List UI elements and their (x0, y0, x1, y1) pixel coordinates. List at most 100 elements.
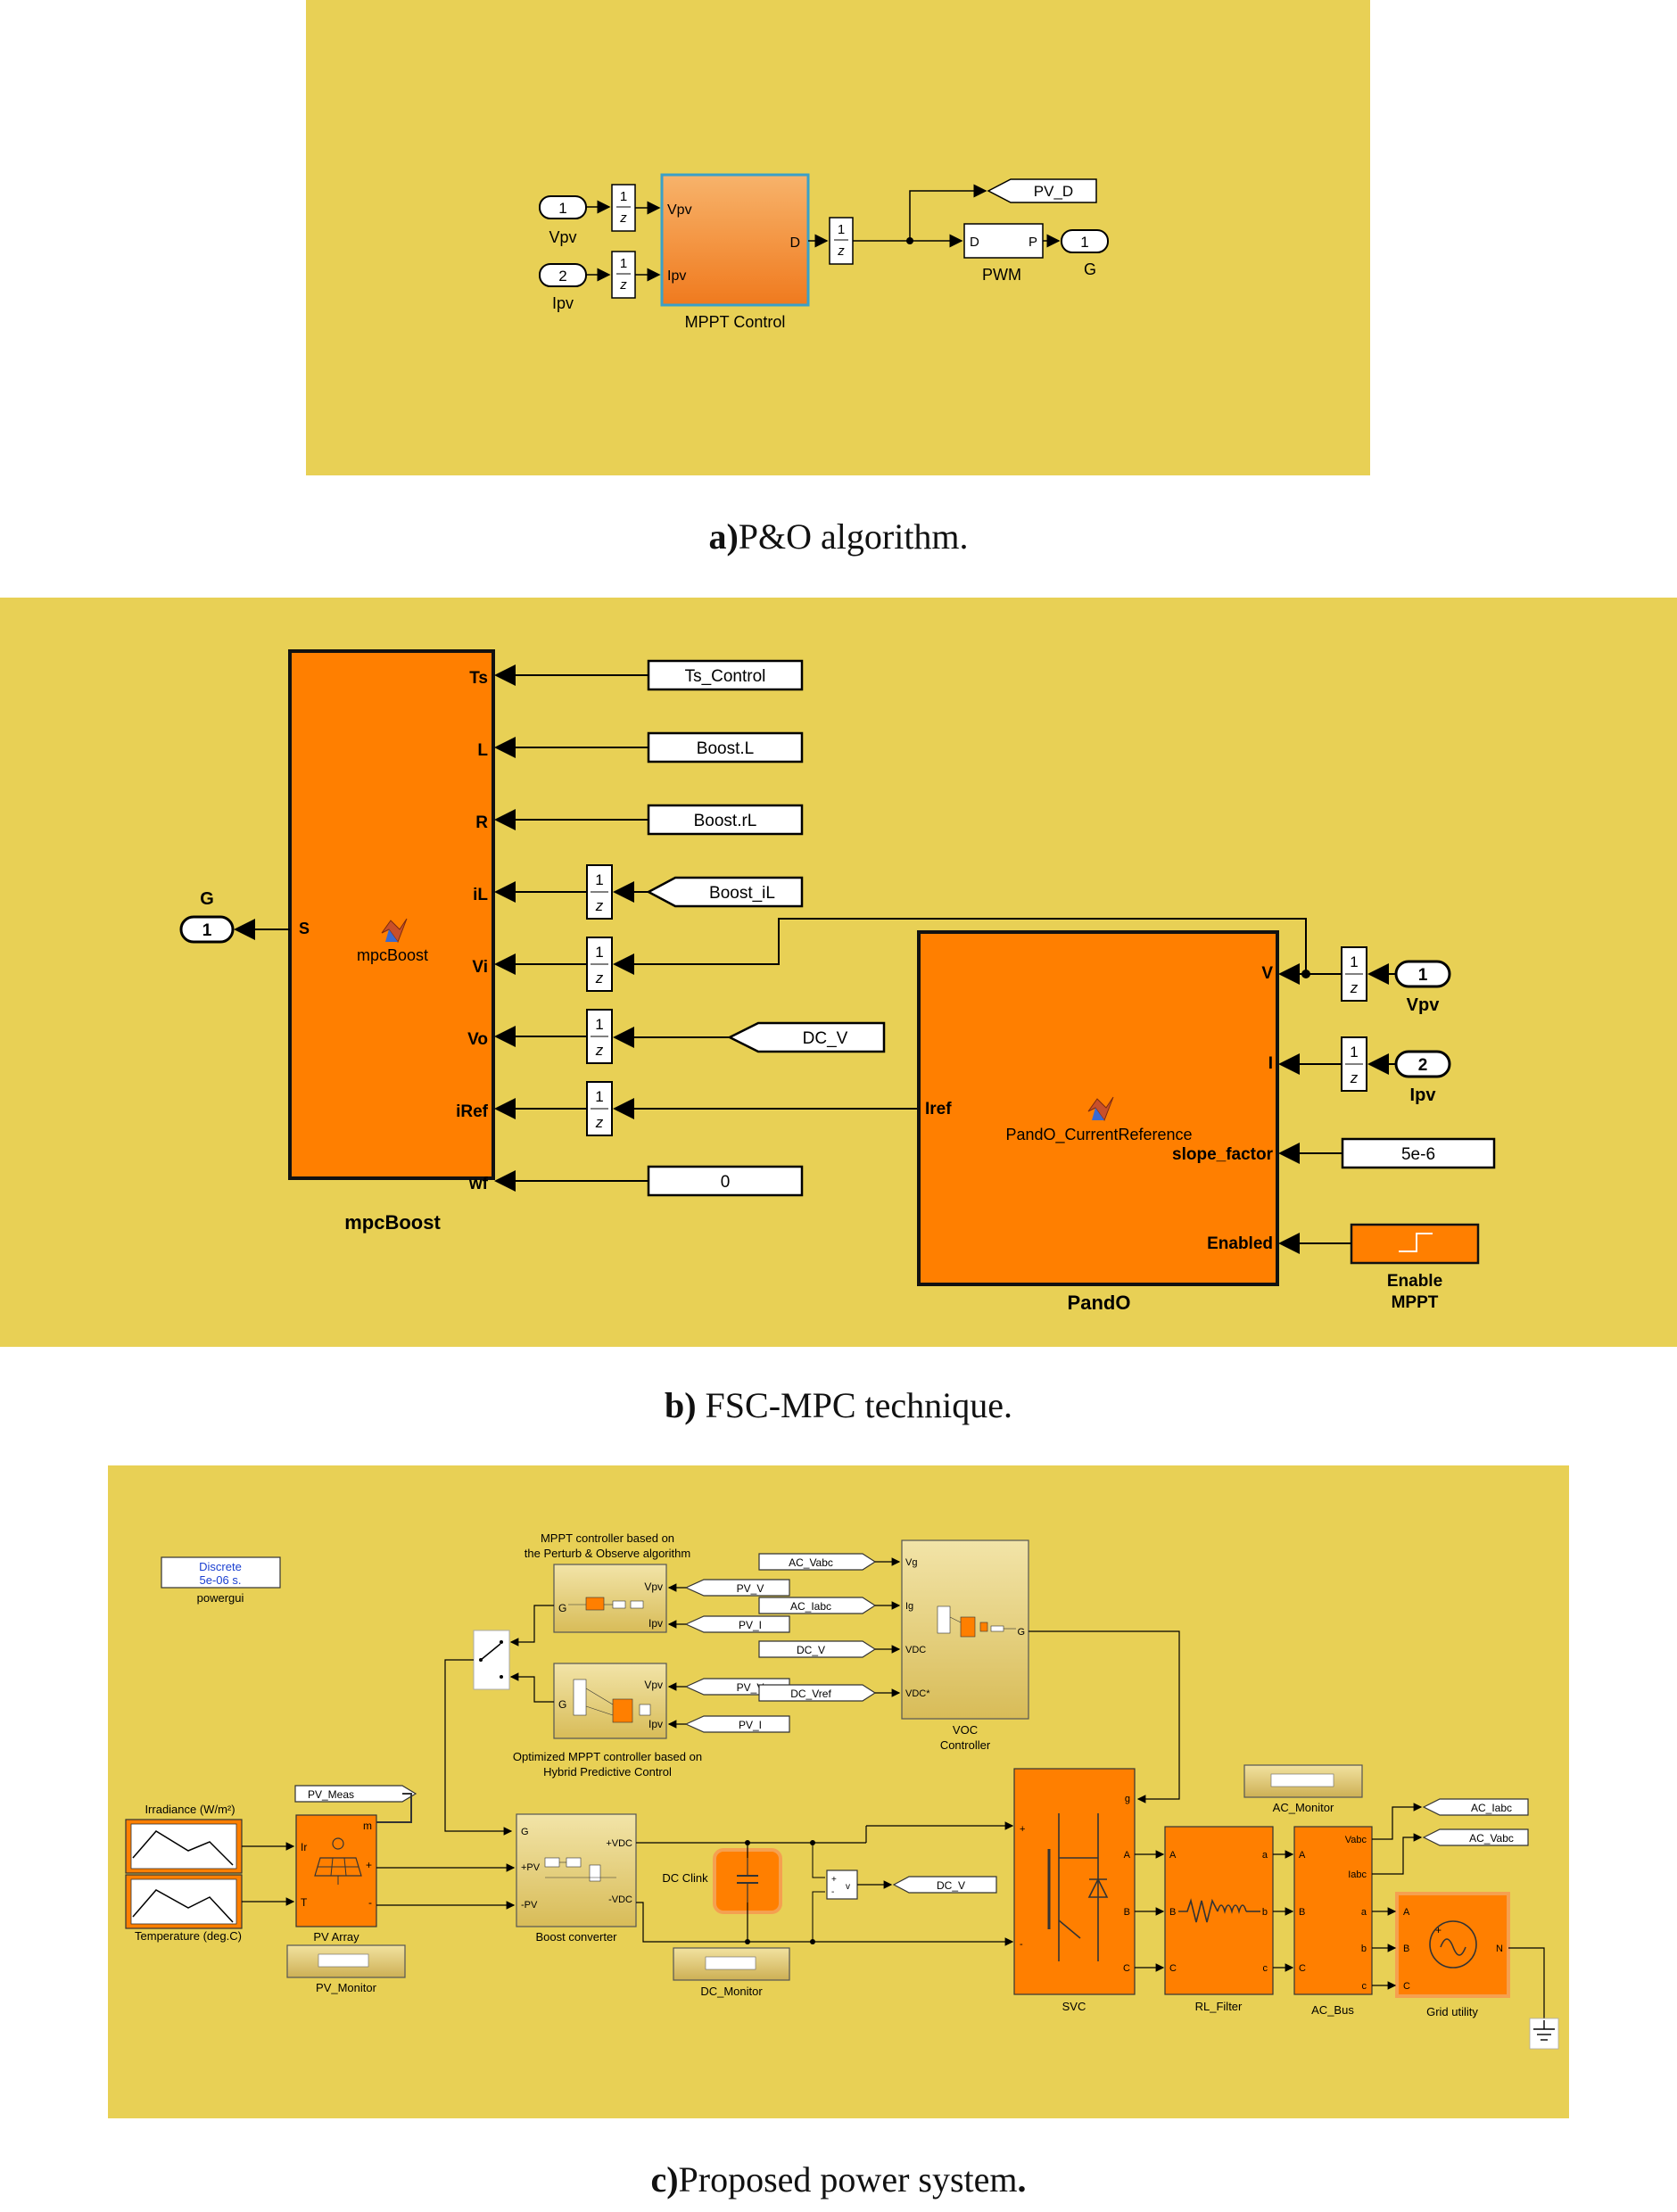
unit-delay-i[interactable]: 1 z (1341, 1036, 1367, 1092)
inport-vpv[interactable]: 1 (539, 195, 587, 219)
svg-text:Ir: Ir (301, 1841, 307, 1853)
from-dc-v-tag[interactable]: DC_V (758, 1640, 877, 1658)
powergui-block[interactable]: Discrete 5e-06 s. (161, 1556, 281, 1589)
inport-vpv[interactable]: 1 (1394, 960, 1451, 988)
svg-text:PV_I: PV_I (739, 1619, 762, 1631)
unit-delay-il[interactable]: 1 z (586, 864, 613, 920)
enable-mppt-label-1: Enable (1387, 1272, 1442, 1291)
unit-delay-1[interactable]: 1 z (611, 184, 636, 232)
voc-controller-block[interactable]: Vg Ig VDC VDC* G (901, 1539, 1029, 1720)
goto-pv-d[interactable]: PV_D (987, 178, 1097, 203)
dc-monitor-block[interactable] (673, 1947, 790, 1981)
temperature-signal-builder[interactable] (125, 1874, 243, 1929)
svg-text:PV_D: PV_D (1034, 183, 1073, 200)
const-wf[interactable]: 0 (647, 1165, 804, 1197)
pwm-block[interactable]: D P (963, 223, 1044, 259)
const-boost-rl[interactable]: Boost.rL (647, 804, 804, 836)
svg-text:A: A (1124, 1850, 1131, 1861)
svg-text:Vpv: Vpv (667, 202, 692, 218)
inport-ipv-label: Ipv (1410, 1085, 1437, 1105)
manual-switch[interactable] (473, 1630, 510, 1690)
mppt-po-subsystem[interactable]: G Vpv Ipv (553, 1564, 667, 1633)
svg-text:DC_V: DC_V (797, 1644, 825, 1656)
from-pv-v-1[interactable]: PV_V (684, 1579, 790, 1597)
svg-text:5e-06 s.: 5e-06 s. (200, 1573, 242, 1587)
unit-delay-vi[interactable]: 1 z (586, 937, 613, 992)
rl-filter-block[interactable]: A B C a b c (1164, 1826, 1274, 1995)
from-ac-vabc-tag[interactable]: AC_Vabc (758, 1553, 877, 1571)
svg-text:1: 1 (1350, 1044, 1358, 1061)
outport-g[interactable]: 1 (179, 915, 235, 944)
svg-text:S: S (299, 920, 310, 937)
from-dc-v[interactable]: DC_V (727, 1021, 886, 1053)
unit-delay-vo[interactable]: 1 z (586, 1009, 613, 1064)
outport-g[interactable]: 1 (1061, 229, 1109, 253)
svg-text:+: + (831, 1875, 837, 1885)
pv-monitor-block[interactable] (286, 1944, 406, 1978)
from-boost-il[interactable]: Boost_iL (646, 876, 804, 908)
svg-text:Ipv: Ipv (667, 268, 686, 284)
ac-bus-block[interactable]: A B C Vabc Iabc a b c (1293, 1826, 1373, 1995)
irradiance-label: Irradiance (W/m²) (145, 1803, 235, 1816)
svg-text:+PV: +PV (521, 1862, 541, 1873)
ac-source-icon: + (1429, 1920, 1477, 1969)
mpcboost-block[interactable]: S mpcBoost (288, 649, 495, 1180)
unit-delay-iref[interactable]: 1 z (586, 1081, 613, 1136)
from-ac-iabc-tag[interactable]: AC_Iabc (758, 1597, 877, 1614)
from-dc-vref-tag[interactable]: DC_Vref (758, 1684, 877, 1702)
goto-ac-iabc[interactable]: AC_Iabc (1422, 1798, 1529, 1816)
svg-text:Vpv: Vpv (644, 1679, 663, 1691)
svg-text:a: a (1262, 1850, 1268, 1861)
svg-text:PV_Meas: PV_Meas (308, 1788, 354, 1801)
svg-text:G: G (1017, 1627, 1025, 1638)
svc-block[interactable]: + - g A B C (1013, 1768, 1136, 1995)
from-pv-i-1[interactable]: PV_I (684, 1615, 790, 1633)
const-ts-control[interactable]: Ts_Control (647, 659, 804, 691)
inport-ipv[interactable]: 2 (539, 263, 587, 287)
svg-text:z: z (595, 897, 604, 914)
svg-text:g: g (1125, 1794, 1130, 1804)
pv-monitor-label: PV_Monitor (316, 1981, 377, 1994)
grid-utility-block[interactable]: A B C N + (1395, 1892, 1510, 1998)
outport-g-label: G (1084, 260, 1096, 278)
mppt-control-block[interactable]: Vpv Ipv D (660, 173, 810, 307)
svg-text:+: + (1020, 1824, 1025, 1835)
pv-array-block[interactable]: Ir T m + - (295, 1814, 377, 1927)
svg-text:1: 1 (595, 871, 603, 888)
ac-monitor-block[interactable] (1243, 1764, 1363, 1798)
goto-dc-v[interactable]: DC_V (892, 1876, 997, 1894)
voltage-measurement-block[interactable]: v + - (826, 1869, 858, 1900)
svg-text:1: 1 (1350, 953, 1358, 970)
svg-text:c: c (1362, 1981, 1367, 1992)
enable-mppt-step[interactable] (1350, 1223, 1480, 1265)
boost-converter-block[interactable]: G +PV -PV +VDC -VDC (516, 1813, 637, 1927)
unit-delay-3[interactable]: 1 z (829, 217, 854, 265)
inport-ipv[interactable]: 2 (1394, 1050, 1451, 1078)
mppt-hpc-subsystem[interactable]: G Vpv Ipv (553, 1663, 667, 1739)
svg-text:DC_V: DC_V (937, 1879, 965, 1892)
voc-from-tags: AC_Vabc AC_Iabc DC_V DC_Vref (758, 1553, 877, 1702)
svg-text:G: G (558, 1602, 566, 1614)
voc-label-2: Controller (940, 1738, 991, 1752)
goto-pv-meas[interactable]: PV_Meas (294, 1785, 417, 1803)
svg-text:wf: wf (468, 1175, 489, 1193)
powergui-label: powergui (197, 1591, 244, 1605)
svg-text:A: A (1299, 1850, 1306, 1861)
unit-delay-2[interactable]: 1 z (611, 251, 636, 299)
pando-port-labels: V I Iref slope_factor Enabled (925, 964, 1274, 1253)
svc-label: SVC (1062, 2000, 1086, 2013)
from-pv-i-2[interactable]: PV_I (684, 1715, 790, 1733)
const-slope-factor[interactable]: 5e-6 (1341, 1137, 1496, 1169)
svg-text:C: C (1169, 1963, 1177, 1974)
unit-delay-v[interactable]: 1 z (1341, 946, 1367, 1002)
const-boost-l[interactable]: Boost.L (647, 731, 804, 763)
goto-ac-vabc[interactable]: AC_Vabc (1422, 1828, 1529, 1846)
svg-text:B: B (1169, 1907, 1176, 1918)
svg-text:+VDC: +VDC (606, 1838, 632, 1849)
svg-text:L: L (477, 741, 488, 760)
mpcboost-label: mpcBoost (344, 1211, 441, 1234)
irradiance-signal-builder[interactable] (125, 1819, 243, 1874)
pando-block[interactable]: PandO_CurrentReference (917, 930, 1279, 1286)
inport-ipv-label: Ipv (552, 294, 574, 312)
svg-text:Vg: Vg (905, 1557, 917, 1568)
